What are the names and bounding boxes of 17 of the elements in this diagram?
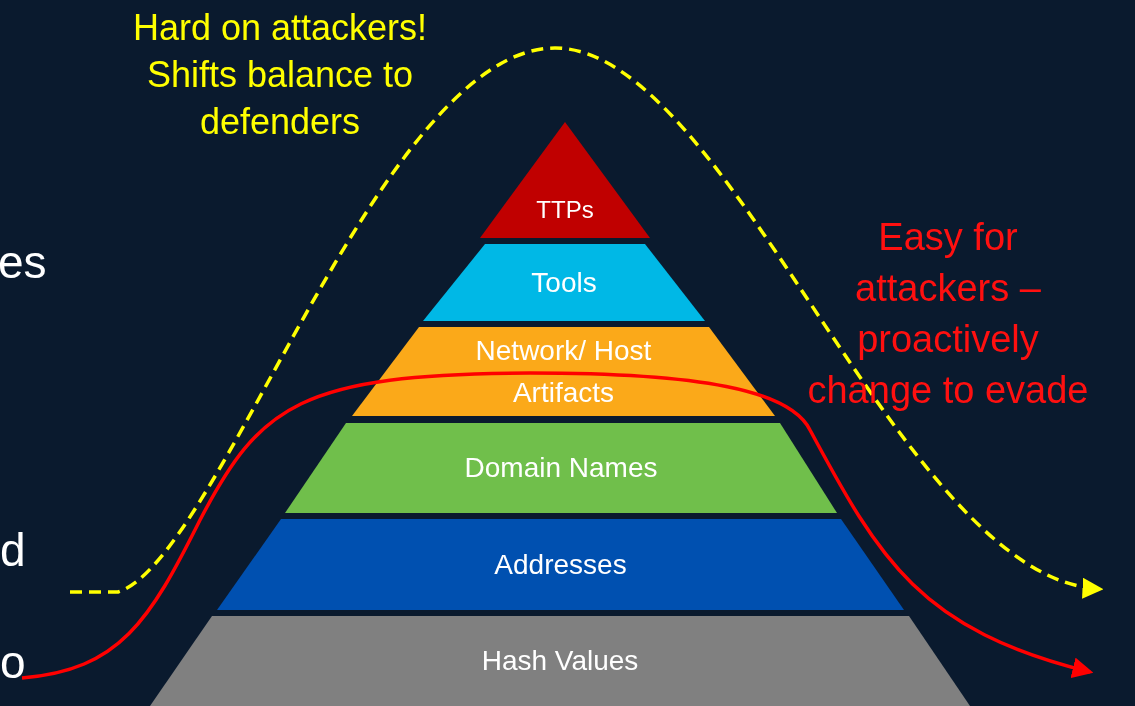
layer-label: TTPs: [536, 195, 594, 225]
layer-label: Tools: [531, 265, 597, 300]
partial-text: es: [0, 235, 48, 290]
pyramid-apex: [480, 122, 650, 238]
pyramid-layer: [217, 519, 904, 610]
layer-label: Domain Names: [464, 451, 658, 485]
callout-text: Hard on attackers! Shifts balance to defenders: [131, 6, 429, 144]
partial-text: d: [0, 523, 27, 578]
pyramid-layer: [150, 616, 970, 706]
layer-label: Network/ Host Artifacts: [474, 333, 653, 410]
layer-label: Hash Values: [481, 644, 639, 678]
layer-label: Addresses: [494, 547, 627, 582]
callout-text: Easy for attackers – proactively change to evade: [806, 215, 1090, 413]
pyramid-layer: [352, 327, 775, 416]
pyramid-layer: [285, 423, 837, 513]
pyramid-layer: [423, 244, 705, 321]
partial-text: o: [0, 635, 27, 690]
